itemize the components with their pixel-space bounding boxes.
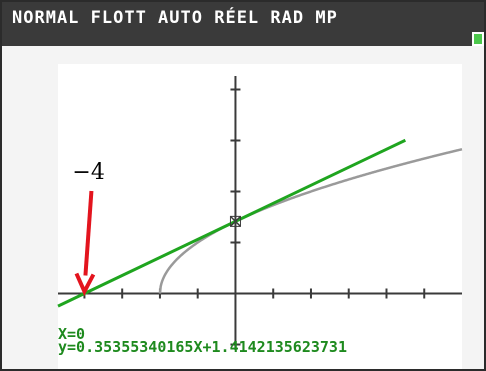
trace-cursor	[229, 215, 241, 227]
plot-window	[58, 64, 462, 369]
status-bar: NORMAL FLOTT AUTO RÉEL RAD MP	[2, 2, 484, 46]
annotation-label: −4	[72, 160, 104, 185]
arrow-head	[74, 272, 96, 297]
graph-area: −4 X=0 y=0.35355340165X+1.4142135623731	[2, 46, 484, 369]
arrow-shaft	[83, 190, 94, 276]
tangent-line	[57, 138, 407, 308]
mode-status-text: NORMAL FLOTT AUTO RÉEL RAD MP	[12, 8, 338, 28]
annotation-arrow	[74, 190, 96, 297]
cursor-stroke	[229, 215, 241, 227]
battery-icon	[472, 32, 484, 46]
trace-x-readout: X=0	[58, 325, 86, 343]
graph-plot: −4	[57, 64, 463, 369]
tangent-equation-readout: y=0.35355340165X+1.4142135623731	[58, 338, 347, 356]
cursor-box	[229, 215, 241, 227]
